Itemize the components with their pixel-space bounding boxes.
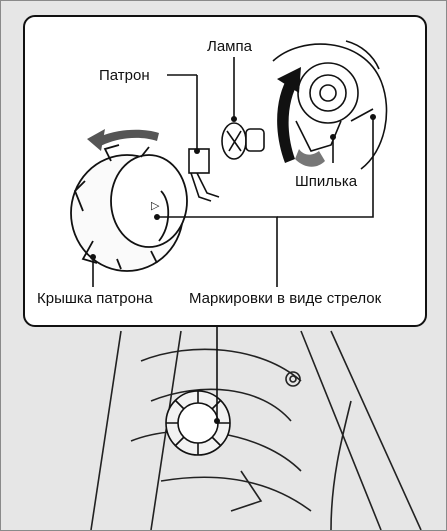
svg-text:▷: ▷	[151, 200, 160, 212]
socket-drawing	[189, 149, 219, 201]
lamp-label: Лампа	[207, 38, 252, 55]
socket-label: Патрон	[99, 67, 150, 84]
socket-cover-drawing: ▷	[71, 145, 187, 271]
arrow-marks-label: Маркировки в виде стрелок	[189, 290, 381, 307]
pin-label: Шпилька	[295, 173, 357, 190]
rotate-arrow-curved-icon	[277, 67, 325, 167]
lamp-drawing	[222, 123, 264, 159]
socket-cover-label: Крышка патрона	[37, 290, 153, 307]
